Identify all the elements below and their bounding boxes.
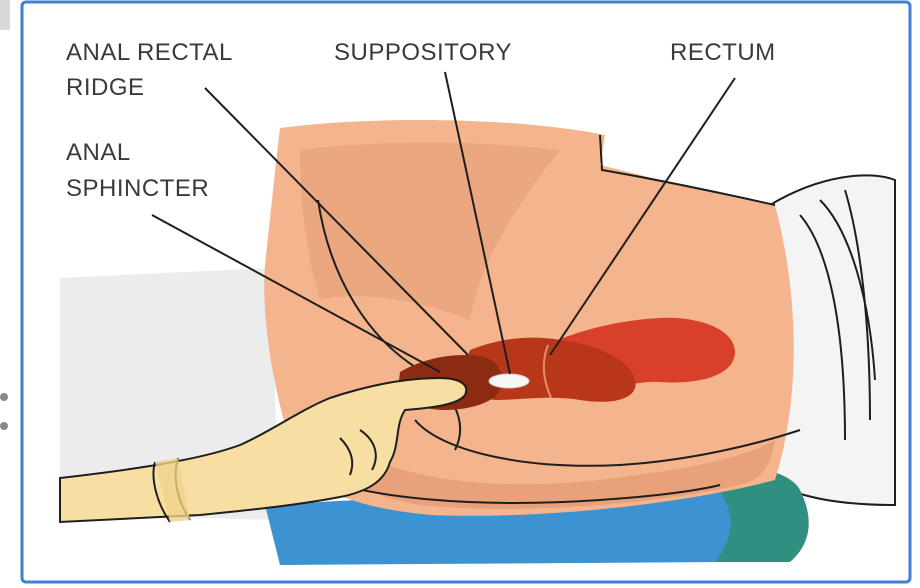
left-edge-marks — [0, 0, 10, 430]
label-anal-rectal-ridge-line2: RIDGE — [66, 74, 145, 101]
label-anal-sphincter-line1: ANAL — [66, 139, 131, 166]
label-anal-sphincter-line2: SPHINCTER — [66, 175, 209, 202]
suppository-shape — [489, 374, 529, 388]
label-rectum: RECTUM — [670, 39, 776, 66]
label-suppository: SUPPOSITORY — [334, 39, 512, 66]
label-anal-rectal-ridge-line1: ANAL RECTAL — [66, 39, 233, 66]
